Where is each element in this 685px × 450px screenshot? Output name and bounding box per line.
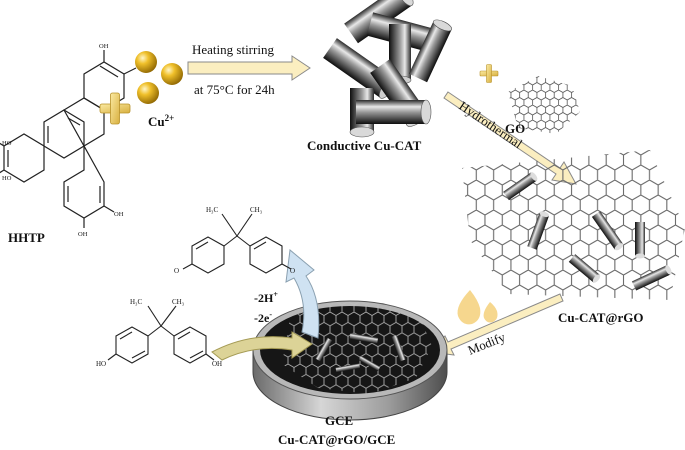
hhtp-ho-left-2: HO	[2, 175, 12, 182]
electrode-label: Cu-CAT@rGO/GCE	[278, 432, 395, 447]
quinone-o-left: O	[174, 267, 179, 275]
droplet-icons	[457, 290, 498, 325]
copper-ion-spheres	[135, 51, 183, 104]
conductive-cu-cat-label: Conductive Cu-CAT	[307, 138, 422, 153]
gold-sphere	[135, 51, 157, 73]
gold-sphere	[161, 63, 183, 85]
cu-cat-rod-cluster	[323, 0, 453, 138]
minus-2e-label: -2e-	[254, 310, 272, 325]
plus-icon	[99, 92, 131, 125]
bpa-h3c: H₃C	[130, 298, 142, 306]
cu-charge: 2+	[165, 113, 175, 123]
gce-label: GCE	[325, 413, 353, 428]
cu-cat-rgo-sheet	[462, 150, 685, 300]
minus-2h-text: -2H	[254, 291, 274, 305]
hhtp-oh-top-2: OH	[99, 43, 109, 50]
cu-label: Cu2+	[148, 113, 174, 129]
quinone-h3c: H₃C	[206, 206, 218, 214]
hhtp-label: HHTP	[8, 230, 45, 245]
hhtp-ho-left-1: HO	[2, 140, 12, 147]
cu-text: Cu	[148, 114, 165, 129]
go-label: GO	[505, 121, 525, 136]
minus-2e-sup: -	[269, 310, 272, 319]
gce-electrode	[252, 300, 448, 421]
minus-2h-sup: +	[273, 290, 278, 299]
oxidation-curved-arrow	[285, 249, 320, 339]
quinone-ch3: CH₃	[250, 206, 263, 214]
cu-cat-rgo-label: Cu-CAT@rGO	[558, 310, 644, 325]
bpa-ho: HO	[96, 360, 106, 368]
quinone-o-right: O	[290, 267, 295, 275]
bpa-input-arrow	[211, 331, 313, 361]
hhtp-oh-bottom-1: OH	[114, 211, 124, 218]
hhtp-oh-bottom-2: OH	[78, 231, 88, 238]
droplet-icon	[457, 290, 481, 325]
bpa-ch3: CH₃	[172, 298, 185, 306]
heating-condition-line1: Heating stirring	[192, 42, 274, 57]
heating-arrow	[187, 55, 311, 81]
quinone-product-molecule	[182, 213, 292, 274]
plus-icon	[479, 64, 499, 83]
bpa-oh: OH	[212, 360, 222, 368]
bpa-reactant-molecule	[107, 305, 215, 364]
heating-condition-line2: at 75°C for 24h	[194, 82, 275, 97]
gold-sphere	[137, 82, 159, 104]
minus-2e-text: -2e	[254, 311, 270, 325]
minus-2h-label: -2H+	[254, 290, 278, 305]
droplet-icon	[483, 302, 498, 323]
hhtp-molecule	[0, 50, 137, 228]
